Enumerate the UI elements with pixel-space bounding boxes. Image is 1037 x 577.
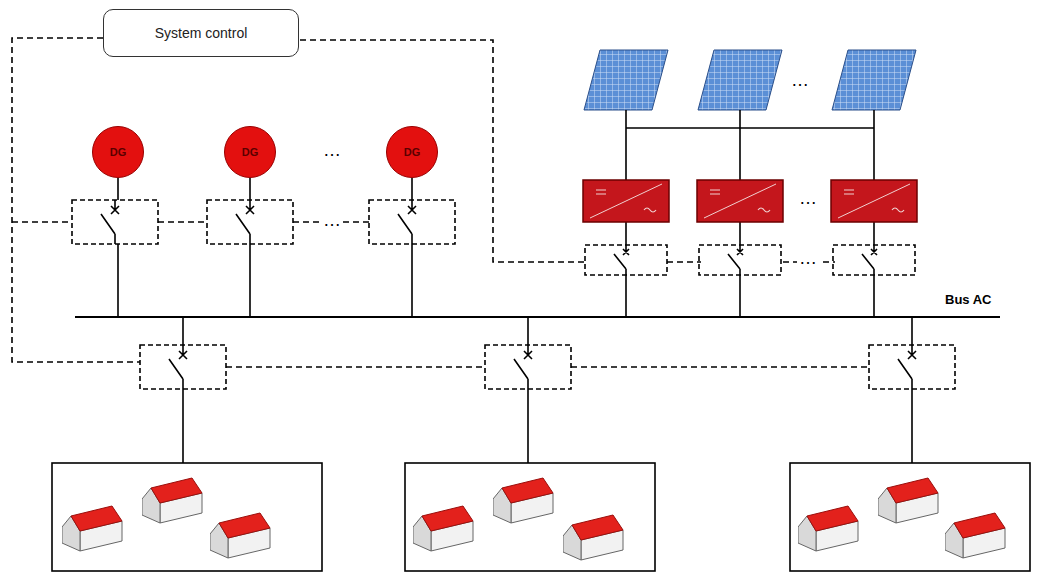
bus-label: Bus AC [943, 293, 993, 306]
ellipsis-mark: … [321, 211, 343, 229]
ellipsis-mark: … [789, 71, 811, 89]
generator-circle: DG [92, 126, 144, 178]
generator-label: DG [110, 146, 127, 158]
generator-label: DG [242, 146, 259, 158]
generator-circle: DG [386, 126, 438, 178]
box-label: System control [155, 25, 248, 41]
ellipsis-mark: … [321, 141, 343, 159]
generator-label: DG [404, 146, 421, 158]
control-box: System control [103, 9, 299, 57]
generator-circle: DG [224, 126, 276, 178]
ellipsis-mark: … [797, 189, 819, 207]
ellipsis-mark: … [797, 249, 819, 267]
